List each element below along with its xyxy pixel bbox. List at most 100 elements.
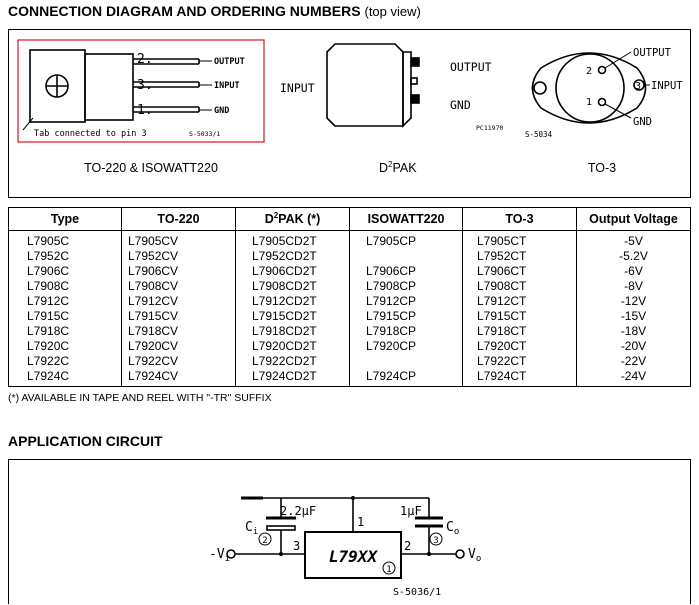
pin2-number: 2 [404,539,411,553]
application-title: APPLICATION CIRCUIT [8,433,163,449]
table-cell: L7922CD2T [235,354,350,369]
to3-drawing [531,51,650,124]
to220-output-label: OUTPUT [214,57,245,67]
vout-label: Vo [468,547,481,564]
table-cell: L7912CP [349,294,463,309]
to3-pin2-label: 2 [586,66,592,77]
table-cell: L7922C [8,354,122,369]
table-cell [349,354,463,369]
table-cell: -5V [576,230,691,249]
table-cell: L7906CP [349,264,463,279]
table-cell: L7905CP [349,230,463,249]
table-cell: L7912CT [462,294,577,309]
header-isowatt220: ISOWATT220 [349,207,463,231]
pin3-number: 3 [293,539,300,553]
circuit-junction-dots [279,496,431,556]
to220-gnd-label: GND [214,106,229,116]
table-cell: L7920CD2T [235,339,350,354]
table-cell: L7918CP [349,324,463,339]
to220-highlight-frame [17,39,265,143]
table-cell: L7908CT [462,279,577,294]
to220-pin3-label: 3. [137,78,153,93]
table-cell: L7924CV [121,369,236,387]
to220-drawing [22,49,212,131]
table-cell: L7908C [8,279,122,294]
table-cell: L7906C [8,264,122,279]
table-cell: L7905CT [462,230,577,249]
table-cell: L7920CP [349,339,463,354]
application-circuit-panel: 2.2μF 1μF Ci Co -Vi Vo 1 2 3 L79XX 1 2 3… [8,459,691,604]
table-cell: -12V [576,294,691,309]
d2pak-output-label: OUTPUT [450,60,492,74]
table-cell: L7952CD2T [235,249,350,264]
connection-heading: CONNECTION DIAGRAM AND ORDERING NUMBERS … [8,3,421,19]
table-cell: L7908CV [121,279,236,294]
d2pak-gnd-label: GND [450,98,471,112]
table-cell: L7905C [8,230,122,249]
table-cell: L7915CP [349,309,463,324]
table-cell: L7912CV [121,294,236,309]
table-cell: L7952CV [121,249,236,264]
header-to220: TO-220 [121,207,236,231]
table-cell: L7924CP [349,369,463,387]
pin1-number: 1 [357,515,364,529]
table-cell: -18V [576,324,691,339]
table-cell: -22V [576,354,691,369]
table-cell: L7918CT [462,324,577,339]
to220-tab-note: Tab connected to pin 3 [34,129,147,139]
to3-caption: TO-3 [588,161,616,175]
to220-pin2-label: 2. [137,52,153,67]
table-cell: L7905CD2T [235,230,350,249]
to3-code: S-5034 [525,130,553,139]
table-cell: -15V [576,309,691,324]
to220-caption: TO-220 & ISOWATT220 [84,161,218,175]
header-to3: TO-3 [462,207,577,231]
circuit-wires [226,496,465,579]
vin-label: -Vi [209,547,230,564]
table-cell: L7906CD2T [235,264,350,279]
to3-output-label: OUTPUT [633,47,672,59]
table-cell: L7915C [8,309,122,324]
table-cell: -20V [576,339,691,354]
table-cell: L7908CD2T [235,279,350,294]
table-cell: L7924C [8,369,122,387]
to3-input-label: INPUT [651,80,683,92]
table-cell: L7912CD2T [235,294,350,309]
table-cell: L7920C [8,339,122,354]
table-cell: L7915CT [462,309,577,324]
tape-reel-note: (*) AVAILABLE IN TAPE AND REEL WITH "-TR… [8,392,272,404]
d2pak-caption: D2PAK [379,160,417,175]
ordering-header-row: Type TO-220 D2PAK (*) ISOWATT220 TO-3 Ou… [8,207,691,231]
table-cell: L7918CV [121,324,236,339]
table-cell: L7952C [8,249,122,264]
to220-pin1-label: 1. [137,103,153,118]
to220-input-label: INPUT [214,81,240,91]
table-cell: L7918CD2T [235,324,350,339]
table-cell: L7912C [8,294,122,309]
header-type: Type [8,207,122,231]
table-cell: L7924CT [462,369,577,387]
to220-code: S-5033/1 [189,130,220,138]
to3-pin3-label: 3 [635,81,641,92]
cin-value: 2.2μF [280,504,316,518]
d2pak-input-label: INPUT [280,81,315,95]
co-label: Co [446,520,459,537]
ci-label: Ci [245,520,258,537]
circled-2: 2 [262,536,267,546]
table-cell: L7922CT [462,354,577,369]
connection-subtitle: (top view) [364,4,421,19]
application-circuit: 2.2μF 1μF Ci Co -Vi Vo 1 2 3 L79XX 1 2 3… [209,496,481,598]
header-d2pak: D2PAK (*) [235,207,350,231]
table-cell: L7952CT [462,249,577,264]
table-cell: L7906CT [462,264,577,279]
cout-value: 1μF [400,504,422,518]
d2pak-code: PC11970 [476,124,503,132]
